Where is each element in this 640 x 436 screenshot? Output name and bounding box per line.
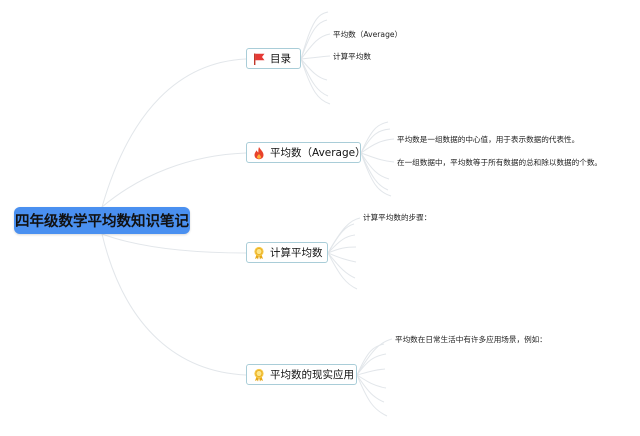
connector-toc-leaf-1 bbox=[300, 33, 331, 60]
root-topic[interactable]: 四年级数学平均数知识笔记 bbox=[14, 207, 190, 234]
ribbon-badge-icon bbox=[252, 246, 266, 260]
topic-real-world-application[interactable]: 平均数的现实应用 bbox=[246, 364, 357, 385]
subtopic-toc-calculate[interactable]: 计算平均数 bbox=[333, 52, 371, 61]
topic-label: 平均数（Average） bbox=[270, 147, 366, 159]
fire-icon bbox=[252, 146, 266, 160]
topic-label: 目录 bbox=[270, 53, 291, 65]
red-flag-icon bbox=[252, 52, 266, 66]
connector-root-toc bbox=[101, 58, 247, 208]
subtopic-calculate-steps[interactable]: 计算平均数的步骤： bbox=[363, 213, 432, 222]
subtopic-application-scenarios[interactable]: 平均数在日常生活中有许多应用场景，例如： bbox=[395, 335, 547, 344]
subtopic-toc-average[interactable]: 平均数（Average） bbox=[333, 30, 403, 39]
connector-average-leaf-1 bbox=[360, 138, 395, 154]
subtopic-average-definition[interactable]: 平均数是一组数据的中心值，用于表示数据的代表性。 bbox=[397, 135, 580, 144]
topic-calculate-average[interactable]: 计算平均数 bbox=[246, 242, 328, 263]
topic-average[interactable]: 平均数（Average） bbox=[246, 142, 366, 163]
subtopic-average-formula[interactable]: 在一组数据中，平均数等于所有数据的总和除以数据的个数。 bbox=[397, 158, 603, 167]
connector-root-application bbox=[101, 233, 247, 376]
topic-label: 计算平均数 bbox=[270, 247, 323, 259]
topic-toc[interactable]: 目录 bbox=[246, 48, 301, 69]
connector-average-leaf-2 bbox=[360, 152, 395, 163]
topic-label: 平均数的现实应用 bbox=[270, 369, 354, 381]
connector-root-average bbox=[101, 152, 247, 208]
connector-root-calc bbox=[101, 233, 247, 254]
connector-application-leaf-1 bbox=[356, 338, 393, 376]
connector-toc-leaf-2 bbox=[300, 55, 331, 60]
ribbon-badge-icon bbox=[252, 368, 266, 382]
